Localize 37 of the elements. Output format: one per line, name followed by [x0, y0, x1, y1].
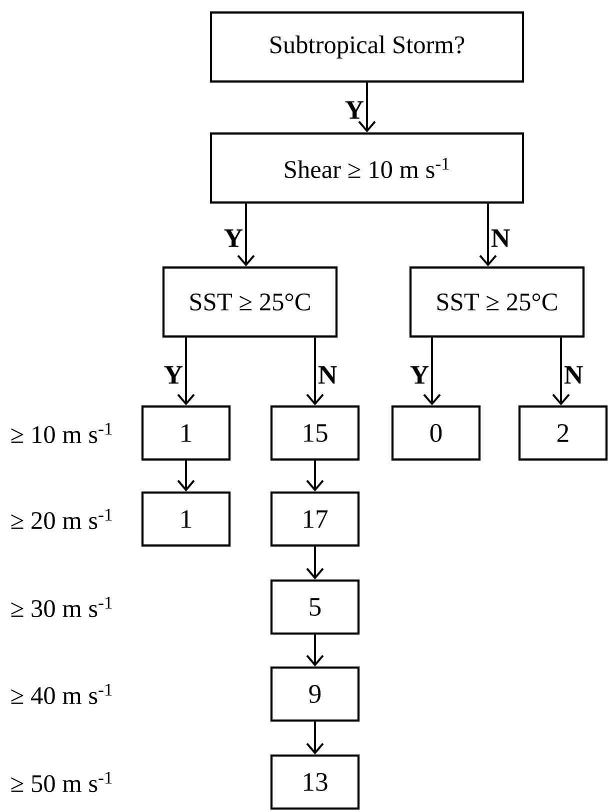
edge-label: Y: [410, 366, 429, 384]
arrow: [306, 460, 324, 492]
edge-label: Y: [224, 229, 243, 247]
speed-label: ≥ 40 m s$^{-1}$: [11, 684, 112, 704]
process-box: 2: [518, 405, 608, 461]
process-box: 17: [270, 491, 360, 547]
process-box: 1: [141, 491, 231, 547]
process-box: SST ≥ 25°C: [162, 266, 338, 338]
arrow: [306, 338, 324, 406]
speed-label: ≥ 10 m s$^{-1}$: [11, 422, 112, 444]
process-box: SST ≥ 25°C: [409, 266, 585, 338]
process-box: 0: [391, 405, 481, 461]
edge-label: Y: [345, 101, 364, 119]
edge-label: N: [564, 366, 583, 384]
arrow: [358, 82, 376, 132]
process-box: 13: [270, 754, 360, 810]
process-box: 9: [270, 666, 360, 722]
speed-label: ≥ 50 m s$^{-1}$: [11, 772, 112, 792]
speed-label: ≥ 30 m s$^{-1}$: [11, 596, 112, 618]
arrow: [479, 204, 497, 266]
speed-label: ≥ 20 m s$^{-1}$: [11, 508, 112, 530]
edge-label: N: [318, 366, 337, 384]
arrow: [177, 338, 195, 406]
arrow: [237, 204, 255, 266]
process-box: Subtropical Storm?: [210, 11, 524, 83]
edge-label: N: [491, 229, 510, 247]
arrow: [423, 338, 441, 406]
edge-label: Y: [164, 366, 183, 384]
arrow: [177, 460, 195, 492]
arrow: [306, 722, 324, 754]
process-box: Shear ≥ 10 m s$^{-1}$: [210, 132, 524, 204]
process-box: 5: [270, 579, 360, 635]
process-box: 15: [270, 405, 360, 461]
arrow: [552, 338, 570, 406]
process-box: 1: [141, 405, 231, 461]
arrow: [306, 634, 324, 666]
arrow: [306, 546, 324, 580]
